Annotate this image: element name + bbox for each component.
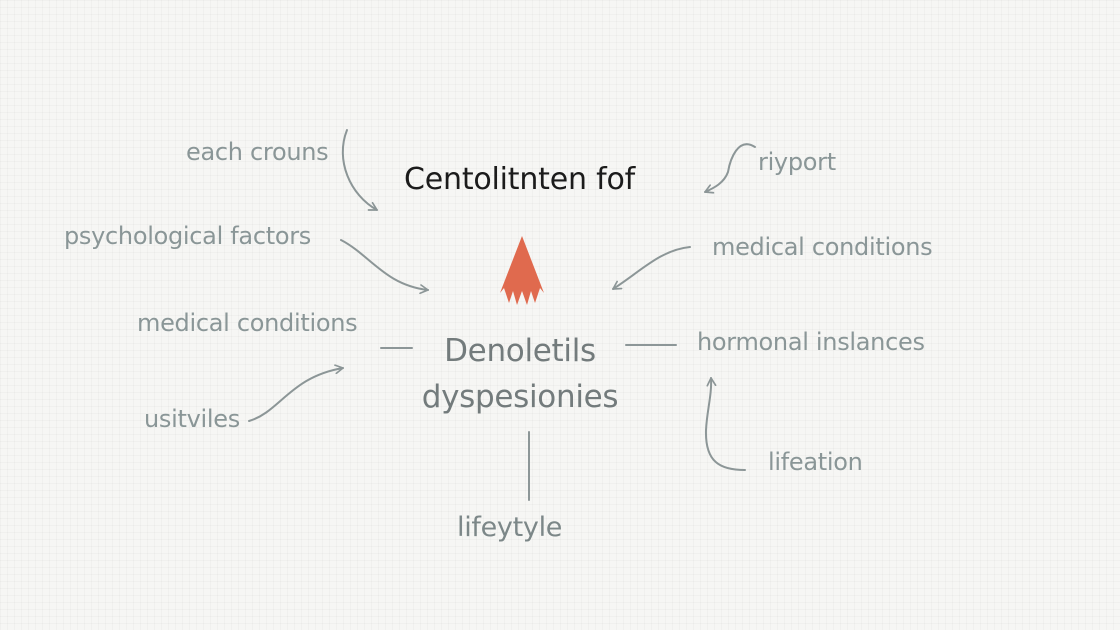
- diagram-title: Centolitnten fof: [404, 162, 636, 197]
- label-usitviles: usitviles: [144, 405, 240, 433]
- up-arrow-icon: [500, 236, 544, 305]
- central-topic: Denoletils dyspesionies: [400, 328, 640, 420]
- central-topic-line-2: dyspesionies: [421, 379, 619, 415]
- central-topic-line-1: Denoletils: [444, 333, 596, 369]
- label-medical-conditions-left: medical conditions: [137, 309, 358, 337]
- arrow-usitviles: [248, 364, 344, 422]
- arrow-medical-conditions-right: [612, 246, 691, 290]
- label-lifeytyle: lifeytyle: [457, 512, 563, 543]
- label-lifeation: lifeation: [768, 448, 863, 476]
- label-hormonal-inslances: hormonal inslances: [697, 328, 925, 356]
- arrow-riyport: [704, 143, 756, 194]
- arrow-each-crouns: [341, 129, 378, 211]
- label-each-crouns: each crouns: [186, 138, 329, 166]
- label-riyport: riyport: [758, 148, 836, 176]
- label-psychological-factors: psychological factors: [64, 222, 312, 250]
- label-medical-conditions-right: medical conditions: [712, 233, 933, 261]
- arrow-psychological-factors: [340, 239, 429, 295]
- arrow-lifeation: [704, 377, 746, 471]
